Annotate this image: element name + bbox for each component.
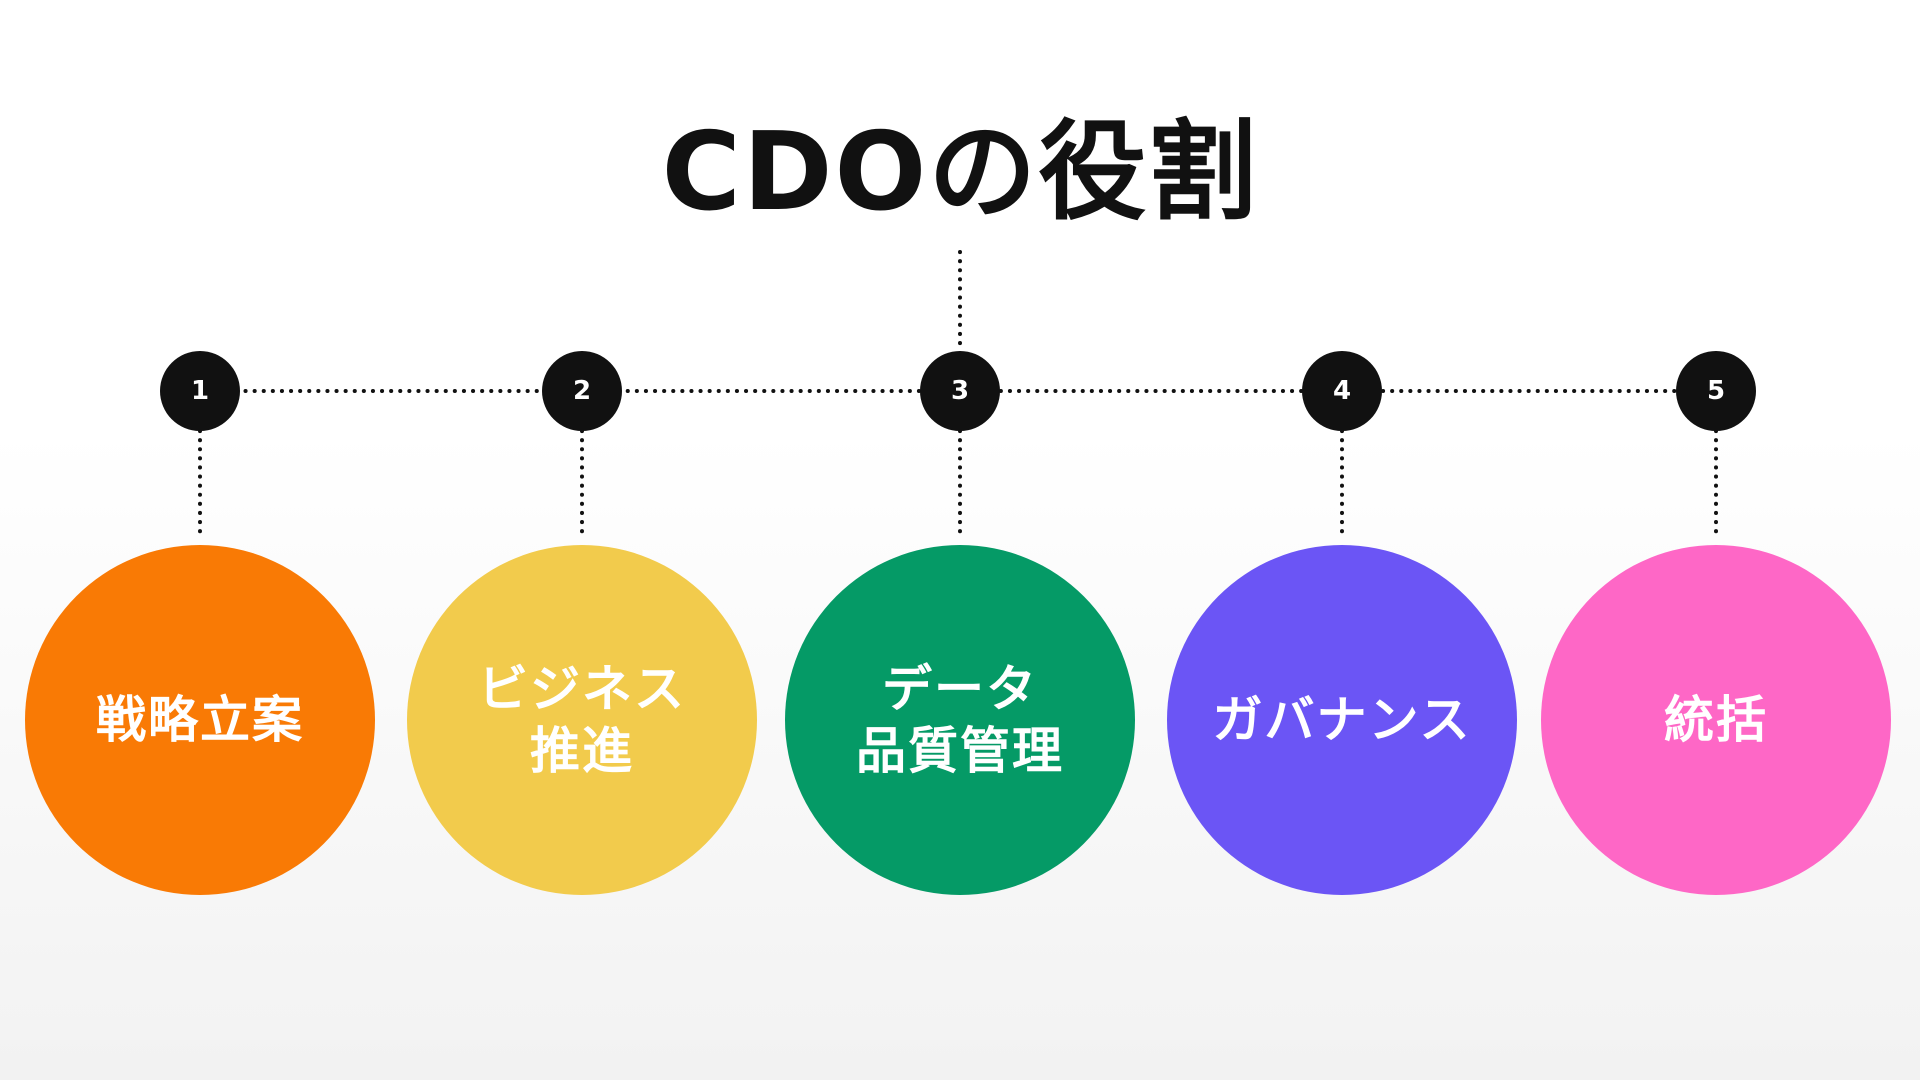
role-label: 統括 [1664,691,1768,749]
role-circle-strategy: 戦略立案 [25,545,375,895]
step-badge-4: 4 [1302,351,1382,431]
role-circle-data-quality: データ 品質管理 [785,545,1135,895]
step-badge-5: 5 [1676,351,1756,431]
page-title: CDOの役割 [661,110,1259,235]
role-label: 戦略立案 [96,691,304,749]
role-circle-oversight: 統括 [1541,545,1891,895]
step-badge-1: 1 [160,351,240,431]
role-label: ビジネス 推進 [478,660,686,780]
role-label: データ 品質管理 [856,660,1064,780]
step-badge-2: 2 [542,351,622,431]
role-circle-governance: ガバナンス [1167,545,1517,895]
step-badge-3: 3 [920,351,1000,431]
role-circle-business: ビジネス 推進 [407,545,757,895]
role-label: ガバナンス [1212,691,1472,749]
